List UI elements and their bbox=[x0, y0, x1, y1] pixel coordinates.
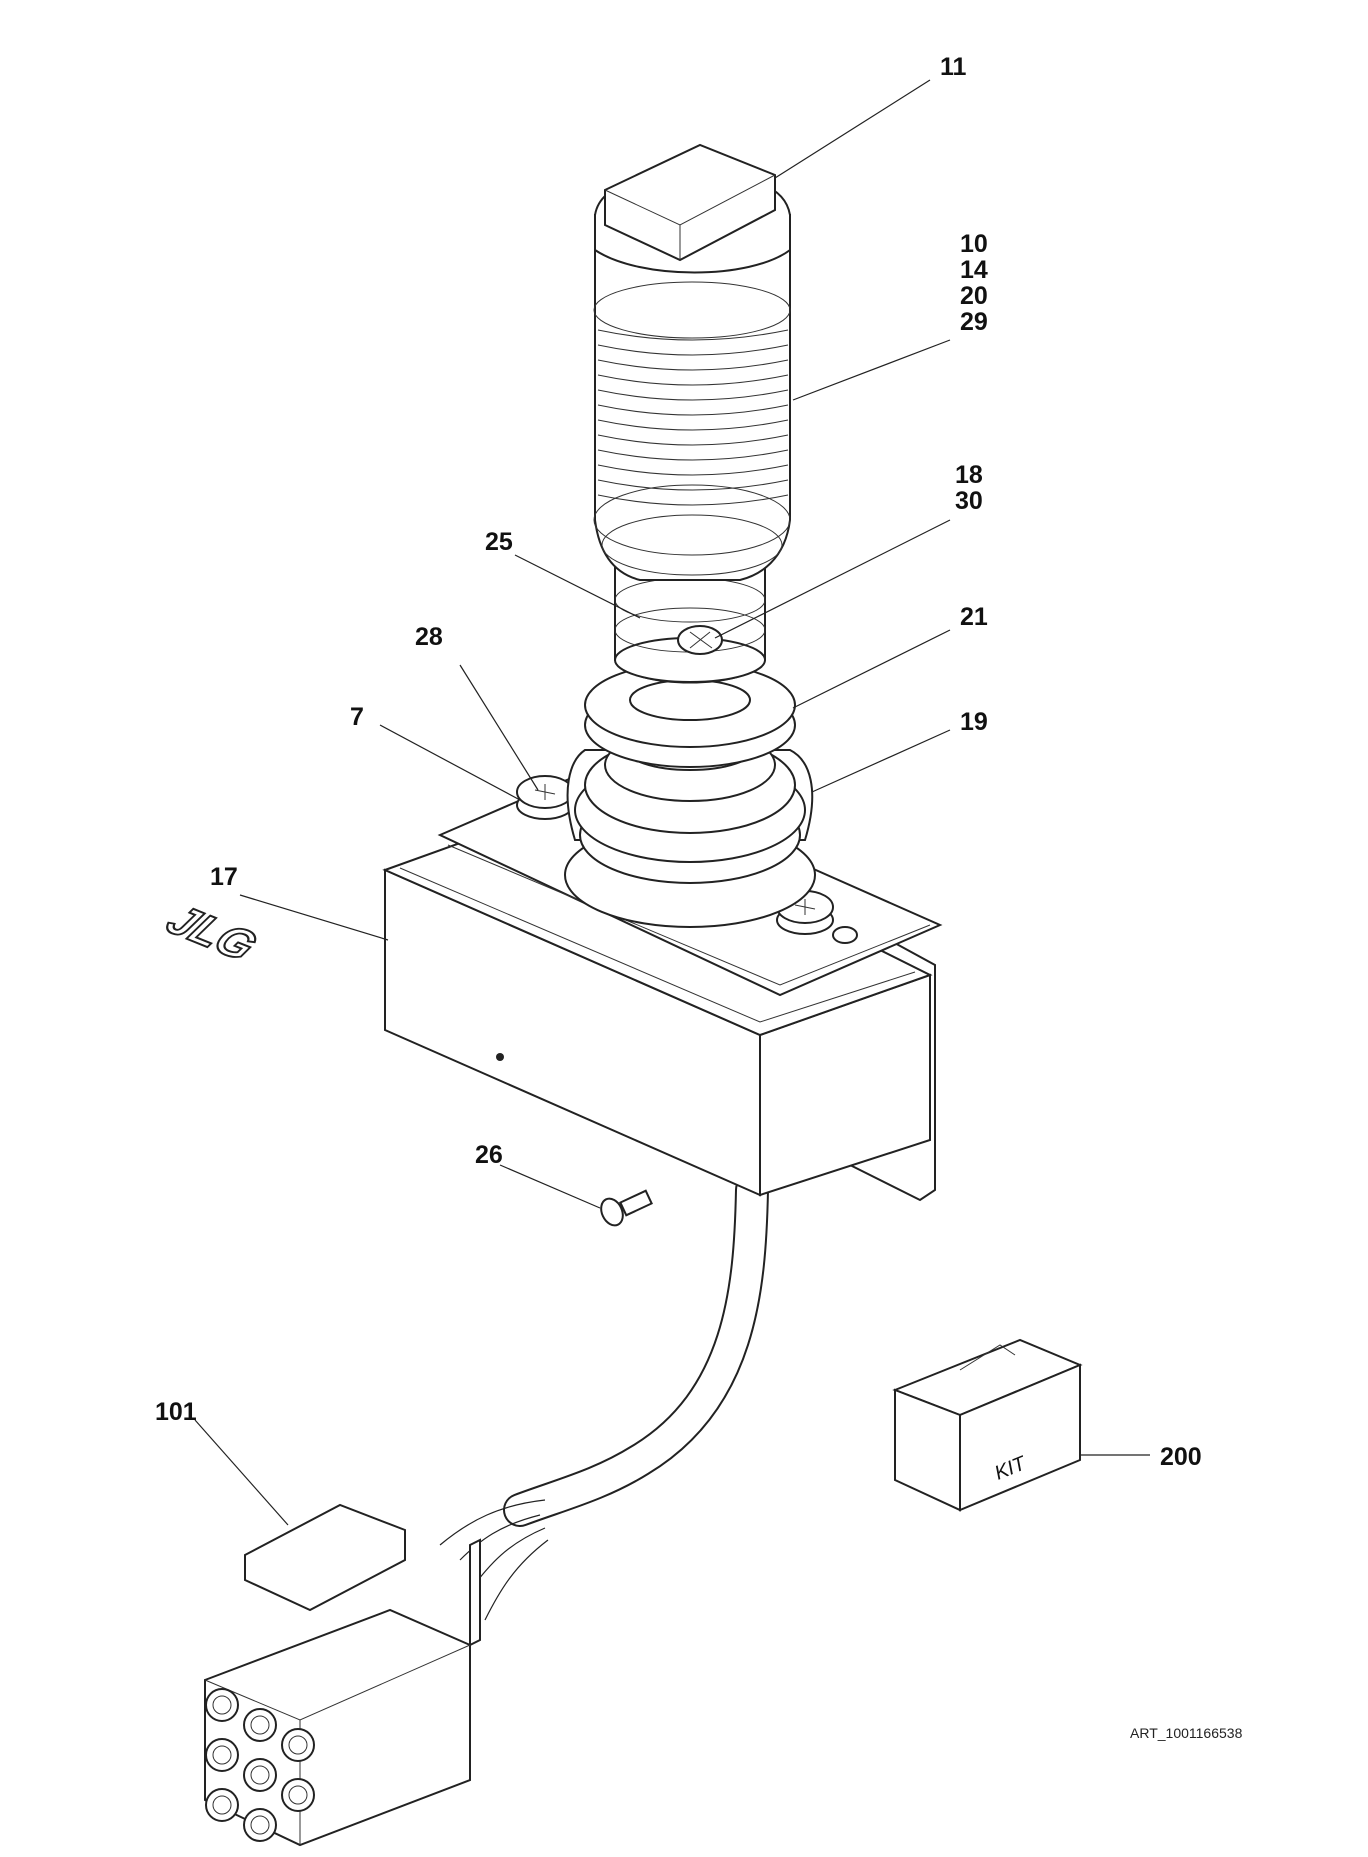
callout-28: 28 bbox=[415, 623, 443, 651]
callout-19: 19 bbox=[960, 708, 988, 736]
callout-7: 7 bbox=[350, 703, 364, 731]
callout-10: 10 bbox=[960, 230, 988, 258]
connector-plug bbox=[204, 1503, 481, 1847]
callout-30: 30 bbox=[955, 487, 983, 515]
connector-pins bbox=[205, 1688, 315, 1842]
callout-20: 20 bbox=[960, 282, 988, 310]
cable bbox=[439, 1173, 769, 1621]
callout-11: 11 bbox=[940, 53, 967, 81]
callout-101: 101 bbox=[155, 1398, 197, 1426]
callout-labels: 11 10 14 20 29 18 30 25 21 28 7 19 17 26… bbox=[155, 53, 1202, 1471]
top-button bbox=[604, 143, 776, 262]
kit-box: KIT bbox=[892, 1338, 1083, 1512]
leader-lines bbox=[194, 79, 1150, 1526]
callout-26: 26 bbox=[475, 1141, 503, 1169]
art-number: ART_1001166538 bbox=[1130, 1725, 1243, 1741]
jlg-brand-mark: JLG bbox=[157, 897, 266, 969]
seal-ring bbox=[584, 662, 796, 768]
callout-29: 29 bbox=[960, 308, 988, 336]
callout-200: 200 bbox=[1160, 1443, 1202, 1471]
loose-screw bbox=[600, 1189, 653, 1227]
callout-17: 17 bbox=[210, 863, 238, 891]
callout-21: 21 bbox=[960, 603, 988, 631]
grip-texture bbox=[597, 329, 789, 506]
callout-25: 25 bbox=[485, 528, 513, 556]
mounting-screw-left bbox=[516, 775, 574, 820]
rubber-boot bbox=[564, 725, 816, 928]
callout-14: 14 bbox=[960, 256, 988, 284]
callout-18: 18 bbox=[955, 461, 983, 489]
